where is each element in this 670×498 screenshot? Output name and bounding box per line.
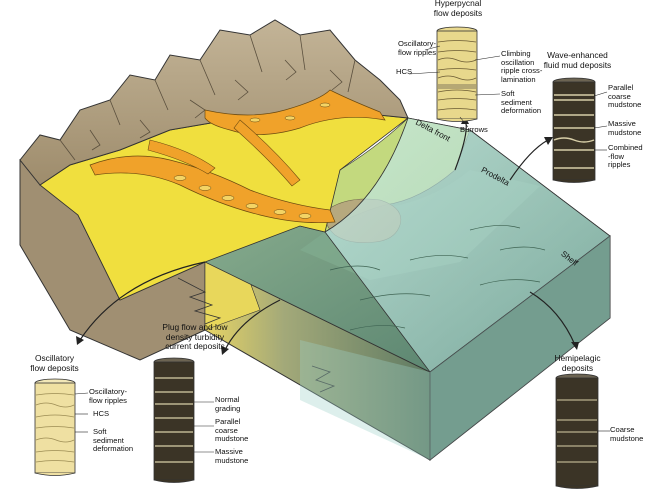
core-plug-flow	[153, 357, 195, 483]
channel-bars	[173, 102, 331, 219]
distributary-channel-main	[89, 155, 336, 224]
core-oscillatory	[34, 378, 76, 476]
oscillatory-label-hcs: HCS	[93, 409, 110, 418]
core-hyperpycnal	[436, 26, 478, 122]
water-front	[300, 340, 430, 460]
core-hemipelagic	[555, 373, 599, 489]
hyperpycnal-label-hcs: HCS	[396, 67, 413, 76]
hyperpycnal-label-burrows: Burrows	[460, 125, 488, 134]
distributary-channel-upper	[204, 89, 386, 135]
oscillatory-label-ripples: Oscillatory-flow ripples	[89, 387, 127, 405]
label-leaders	[74, 45, 610, 453]
front-zigzag	[177, 277, 222, 325]
water-top	[324, 117, 611, 373]
hyperpycnal-label-ripples: Oscillatory-flow ripples	[398, 39, 436, 57]
front-zigzag-2	[311, 365, 336, 393]
mountain-ridges	[59, 34, 356, 161]
seafloor-texture	[329, 225, 546, 331]
distributary-channel-branch	[147, 119, 301, 187]
water-side	[430, 236, 610, 460]
core-wave-enhanced	[552, 77, 596, 183]
